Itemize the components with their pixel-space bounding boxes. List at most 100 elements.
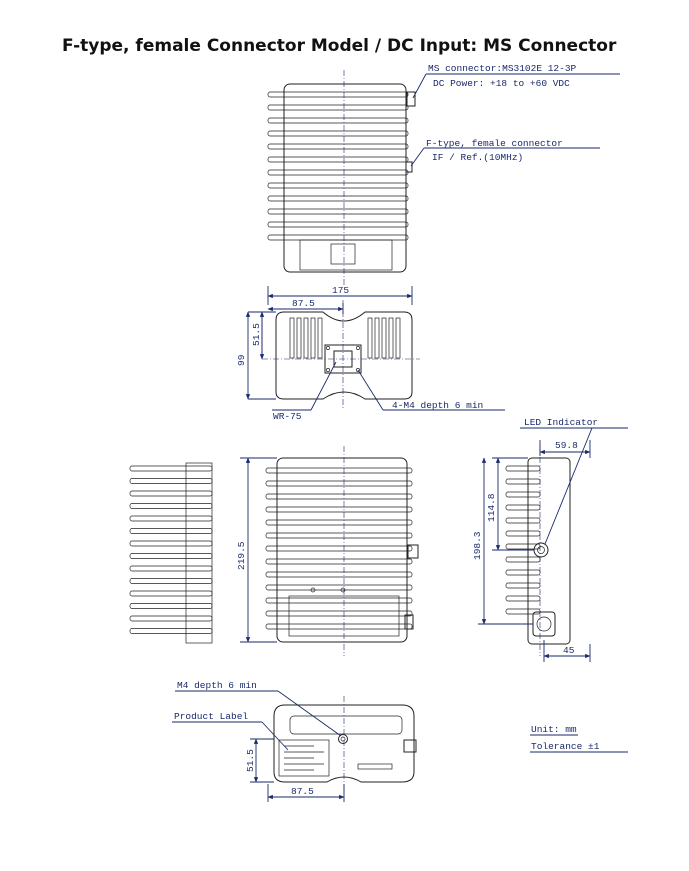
heatsink-slot [381,317,387,359]
dc-power-label: DC Power: +18 to +60 VDC [433,78,570,89]
dim-114-8: 114.8 [486,493,497,522]
dim-51-5-bottom: 51.5 [245,749,256,772]
heatsink-fin [265,584,413,591]
left-side-view [129,462,213,644]
heatsink-fin [265,467,413,474]
heatsink-slot [296,317,302,359]
heatsink-fin [505,491,541,498]
heatsink-fin [129,628,213,634]
heatsink-fin [129,503,213,509]
heatsink-fin [267,91,409,98]
front-view [262,300,420,410]
heatsink-fin [265,558,413,565]
heatsink-fin [267,208,409,215]
ftype-connector-main [407,544,419,559]
heatsink-fin [267,117,409,124]
wr75-callout: WR-75 [272,361,337,422]
ftype-connector-top [405,161,413,173]
heatsink-fin [265,610,413,617]
heatsink-fin [129,590,213,597]
m4-bottom-label: M4 depth 6 min [177,680,257,691]
heatsink-slot [367,317,373,359]
dim-45: 45 [563,645,575,656]
heatsink-slot [388,317,394,359]
ftype-connector-callout: F-type, female connector IF / Ref.(10MHz… [410,138,600,167]
top-view [267,70,416,285]
dim-175: 175 [332,285,349,296]
right-dimensions: 59.8 114.8 198.3 45 [472,440,591,662]
right-side-view [505,446,571,656]
heatsink-fin [129,540,213,547]
heatsink-fin [505,608,541,615]
heatsink-fin [505,530,541,537]
heatsink-fin [267,156,409,163]
led-indicator-callout: LED Indicator [520,417,628,545]
heatsink-fin [265,532,413,539]
heatsink-fin [129,578,213,584]
heatsink-fin [505,517,541,524]
heatsink-fin [129,615,213,622]
heatsink-fin [505,504,541,511]
m4-hole [338,734,348,744]
ms-connector-label: MS connector:MS3102E 12-3P [428,63,577,74]
product-label-label: Product Label [174,711,248,722]
main-view [265,446,419,656]
ftype-connector-label: F-type, female connector [426,138,563,149]
heatsink-slot [303,317,309,359]
heatsink-fin [267,234,409,241]
heatsink-fin [505,465,541,472]
wr75-label: WR-75 [273,411,302,422]
heatsink-fin [505,478,541,485]
heatsink-slot [395,317,401,359]
heatsink-fin [265,506,413,513]
m4-bottom-callout: M4 depth 6 min [175,680,342,737]
heatsink-fin [129,565,213,572]
heatsink-fin [129,490,213,497]
tolerance-note: Tolerance ±1 [531,741,600,752]
heatsink-fin [129,478,213,484]
heatsink-fin [129,553,213,559]
heatsink-fin [129,528,213,534]
heatsink-fin [265,480,413,487]
ms-connector-main [404,614,414,630]
ms-connector-callout: MS connector:MS3102E 12-3P DC Power: +18… [412,63,620,99]
front-dimensions: 175 87.5 99 51.5 [236,285,413,400]
heatsink-fin [505,595,541,602]
m4-front-callout: 4-M4 depth 6 min [357,369,505,411]
heatsink-fin [267,169,409,176]
heatsink-fin [265,571,413,578]
heatsink-fin [267,104,409,111]
dim-219-5: 219.5 [236,541,247,570]
heatsink-fin [265,519,413,526]
dim-99: 99 [236,354,247,366]
heatsink-slot [317,317,323,359]
heatsink-slot [374,317,380,359]
heatsink-fin [505,556,541,563]
heatsink-fin [267,143,409,150]
dim-51-5-top: 51.5 [251,323,262,346]
heatsink-fin [267,130,409,137]
heatsink-fin [505,582,541,589]
bottom-view [273,696,417,792]
dim-198-3: 198.3 [472,531,483,560]
notes: Unit: mm Tolerance ±1 [530,724,628,753]
heatsink-fin [265,623,413,630]
heatsink-fin [505,569,541,576]
heatsink-fin [265,493,413,500]
heatsink-fin [129,515,213,522]
dim-87-5-top: 87.5 [292,298,315,309]
heatsink-fin [129,465,213,472]
page-title: F-type, female Connector Model / DC Inpu… [62,36,617,56]
heatsink-fin [267,195,409,202]
heatsink-fin [265,545,413,552]
heatsink-fin [267,221,409,228]
heatsink-slot [289,317,295,359]
heatsink-slot [310,317,316,359]
ms-connector-side [532,611,556,637]
led-indicator-label: LED Indicator [524,417,598,428]
main-dimensions: 219.5 [236,457,277,643]
product-label-area [278,739,330,777]
product-label-callout: Product Label [172,711,289,751]
heatsink-fin [129,603,213,609]
